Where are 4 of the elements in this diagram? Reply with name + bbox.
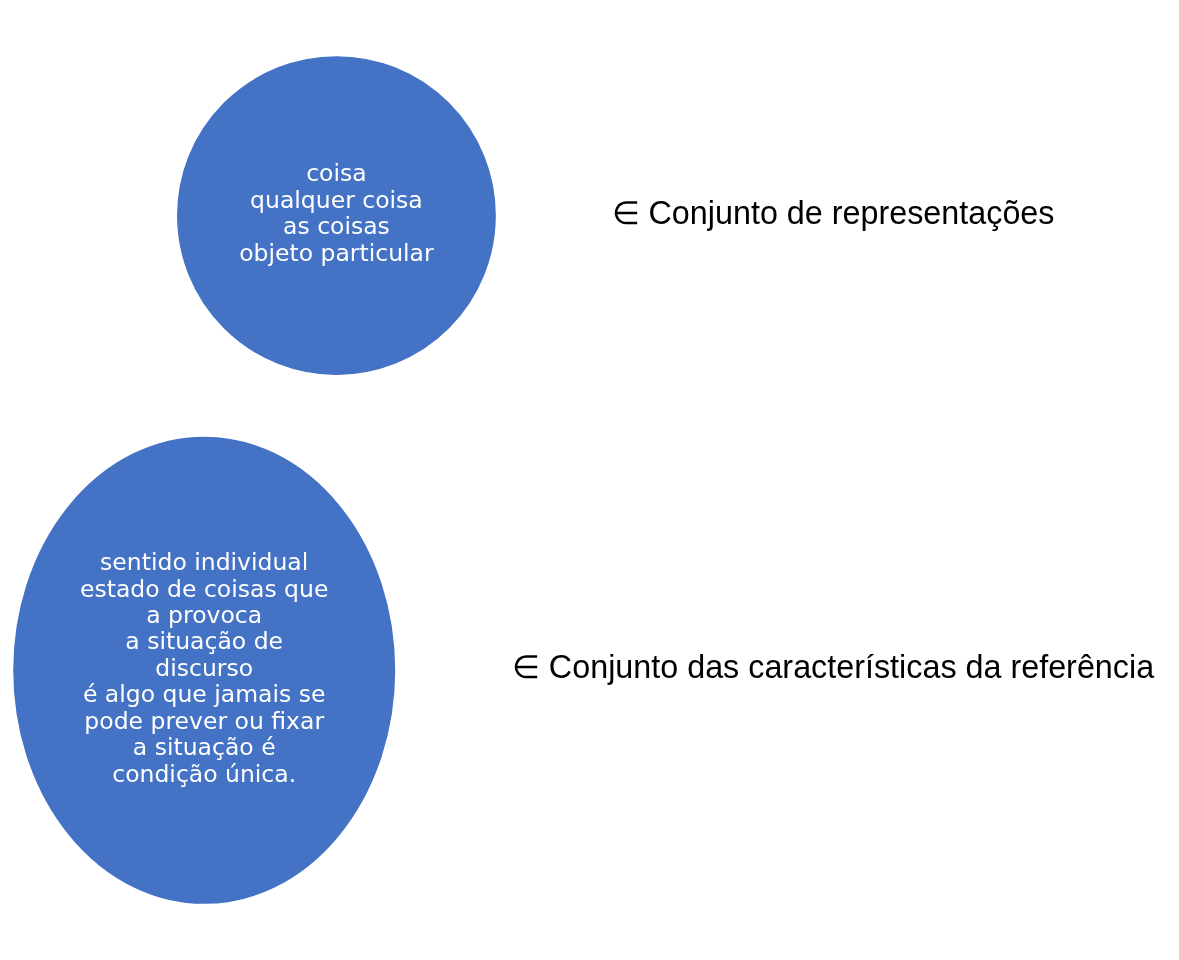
label: ∈ Conjunto das características da referência [511,649,1155,686]
node-ellipse: sentido individual estado de coisas que a provoca a situação de discurso é algo que jamais se pode prever ou fixar a situação é condição única. [13,436,396,904]
label: ∈ Conjunto de representações [611,194,1055,231]
node-circle: coisa qualquer coisa as coisas objeto particular [177,56,496,375]
